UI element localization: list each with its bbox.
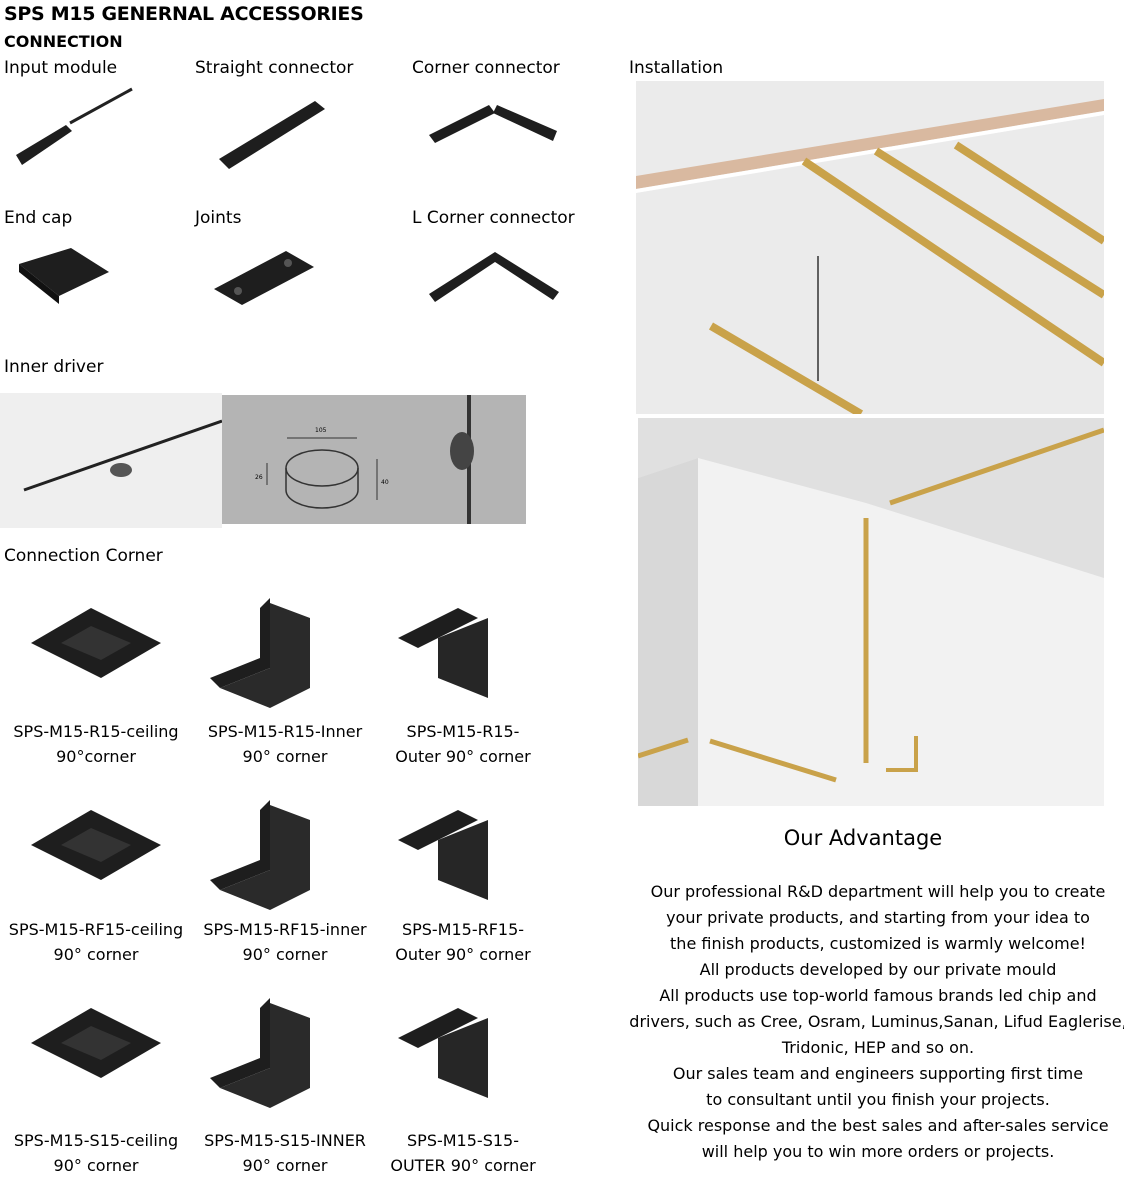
caption-line2: OUTER 90° corner (390, 1156, 536, 1175)
section-heading: CONNECTION (4, 32, 123, 51)
caption-line2: 90° corner (242, 945, 328, 964)
caption-line1: SPS-M15-RF15-ceiling (8, 920, 184, 939)
end-cap-image (19, 248, 109, 304)
input-module-image (16, 87, 133, 165)
corner-product-image (398, 608, 488, 698)
installation-photo-ceiling (636, 81, 1107, 418)
caption-line2: 90° corner (242, 1156, 328, 1175)
advantage-line: to consultant until you finish your proj… (706, 1090, 1050, 1109)
caption-line1: SPS-M15-R15-Inner (207, 722, 363, 741)
inner-driver-drawing: 105 26 40 (222, 395, 526, 524)
label-connection-corner: Connection Corner (4, 546, 163, 566)
advantage-line: Tridonic, HEP and so on. (781, 1038, 975, 1057)
caption-line2: Outer 90° corner (395, 747, 531, 766)
caption-line1: SPS-M15-RF15- (401, 920, 525, 939)
corner-product-caption: SPS-M15-RF15- Outer 90° corner (363, 917, 563, 967)
dim-height-left: 26 (255, 474, 263, 481)
caption-line2: 90°corner (56, 747, 136, 766)
caption-line2: Outer 90° corner (395, 945, 531, 964)
corner-product-image (31, 810, 161, 880)
advantage-line: the finish products, customized is warml… (670, 934, 1086, 953)
straight-connector-image (219, 101, 325, 169)
caption-line1: SPS-M15-R15-ceiling (13, 722, 179, 741)
caption-line1: SPS-M15-S15- (407, 1131, 519, 1150)
advantage-line: will help you to win more orders or proj… (701, 1142, 1055, 1161)
corner-connector-image (429, 105, 557, 143)
page-title: SPS M15 GENERNAL ACCESSORIES (4, 3, 364, 25)
inner-driver-photo (0, 393, 223, 528)
label-straight-connector: Straight connector (195, 58, 354, 78)
advantage-line: your private products, and starting from… (666, 908, 1090, 927)
caption-line2: 90° corner (53, 945, 139, 964)
advantage-text: Our professional R&D department will hel… (626, 879, 1124, 1165)
corner-product-caption: SPS-M15-RF15-ceiling 90° corner (0, 917, 196, 967)
corner-product-caption: SPS-M15-R15-ceiling 90°corner (0, 719, 196, 769)
caption-line1: SPS-M15-S15-ceiling (13, 1131, 179, 1150)
label-joints: Joints (195, 208, 242, 228)
label-corner-connector: Corner connector (412, 58, 560, 78)
corner-product-caption: SPS-M15-R15-Inner 90° corner (185, 719, 385, 769)
dim-height-right: 40 (381, 479, 389, 486)
installation-photo-wall (637, 418, 1105, 806)
label-l-corner: L Corner connector (412, 208, 575, 228)
caption-line1: SPS-M15-R15- (406, 722, 520, 741)
corner-product-image (210, 998, 310, 1108)
corner-product-image (210, 598, 310, 708)
advantage-line: drivers, such as Cree, Osram, Luminus,Sa… (629, 1012, 1124, 1031)
corner-product-caption: SPS-M15-R15- Outer 90° corner (363, 719, 563, 769)
caption-line2: 90° corner (242, 747, 328, 766)
caption-line1: SPS-M15-S15-INNER (204, 1131, 366, 1150)
advantage-line: Our sales team and engineers supporting … (672, 1064, 1084, 1083)
corner-product-image (31, 1008, 161, 1078)
corner-product-image (210, 800, 310, 910)
corner-product-caption: SPS-M15-S15-ceiling 90° corner (0, 1128, 196, 1178)
corner-product-image (398, 1008, 488, 1098)
dim-width: 105 (315, 427, 327, 434)
corner-product-image (31, 608, 161, 678)
label-end-cap: End cap (4, 208, 73, 228)
advantage-line: Our professional R&D department will hel… (650, 882, 1106, 901)
corner-product-caption: SPS-M15-S15- OUTER 90° corner (363, 1128, 563, 1178)
advantage-title: Our Advantage (783, 826, 943, 850)
label-inner-driver: Inner driver (4, 357, 104, 377)
label-input-module: Input module (4, 58, 118, 78)
caption-line1: SPS-M15-RF15-inner (203, 920, 367, 939)
advantage-line: All products developed by our private mo… (699, 960, 1057, 979)
corner-product-caption: SPS-M15-S15-INNER 90° corner (185, 1128, 385, 1178)
advantage-line: All products use top-world famous brands… (659, 986, 1097, 1005)
joints-image (214, 251, 314, 305)
l-corner-connector-image (429, 252, 559, 302)
label-installation: Installation (629, 58, 724, 78)
advantage-line: Quick response and the best sales and af… (647, 1116, 1109, 1135)
caption-line2: 90° corner (53, 1156, 139, 1175)
corner-product-caption: SPS-M15-RF15-inner 90° corner (185, 917, 385, 967)
corner-product-image (398, 810, 488, 900)
